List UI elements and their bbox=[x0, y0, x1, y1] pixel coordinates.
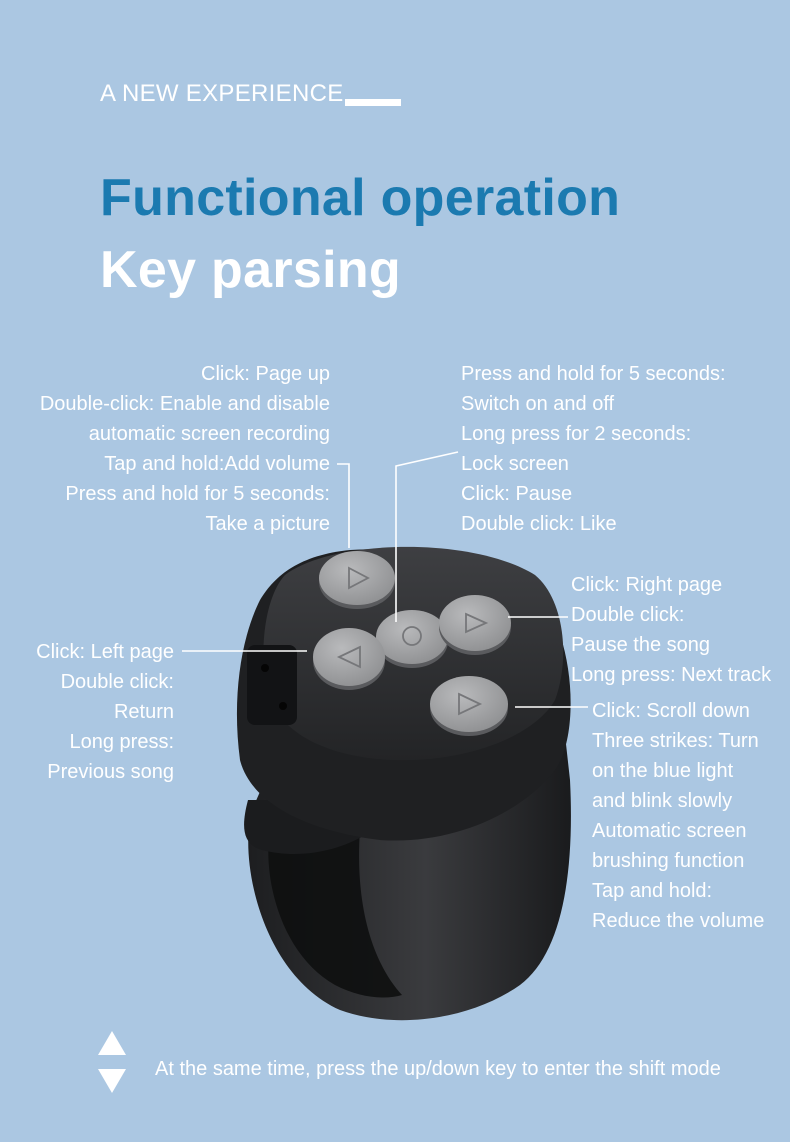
triangle-up-icon bbox=[98, 1031, 126, 1055]
triangle-left-icon bbox=[336, 645, 361, 669]
annotation-line: Double click: bbox=[60, 671, 174, 693]
eyebrow-text: A NEW EXPERIENCE bbox=[100, 80, 344, 107]
annotation-line: Automatic screen bbox=[592, 820, 747, 842]
annotation-line: Click: Right page bbox=[571, 574, 723, 596]
annotation-right-button: Click: Right page Double click: Pause th… bbox=[571, 570, 771, 690]
annotation-top-button: Click: Page up Double-click: Enable and … bbox=[40, 359, 330, 539]
annotation-line: Click: Left page bbox=[36, 641, 174, 663]
annotation-line: Click: Page up bbox=[201, 363, 330, 385]
annotation-line: brushing function bbox=[592, 850, 745, 872]
eyebrow-divider bbox=[345, 99, 401, 106]
annotation-line: automatic screen recording bbox=[88, 423, 330, 445]
footer-note: At the same time, press the up/down key … bbox=[155, 1058, 721, 1080]
ring-head bbox=[236, 546, 571, 841]
annotation-center-button: Press and hold for 5 seconds: Switch on … bbox=[461, 359, 726, 539]
circle-icon bbox=[402, 626, 422, 646]
annotation-line: Press and hold for 5 seconds: bbox=[65, 483, 330, 505]
annotation-line: Double click: bbox=[571, 604, 685, 626]
page-subtitle: Key parsing bbox=[100, 241, 401, 299]
ring-button-right bbox=[439, 595, 511, 655]
annotation-left-button: Click: Left page Double click: Return Lo… bbox=[36, 637, 174, 787]
annotation-line: Lock screen bbox=[461, 453, 569, 475]
leader-line-top-left bbox=[337, 463, 350, 548]
ring-button-bottom bbox=[430, 676, 508, 736]
triangle-right-icon bbox=[465, 612, 489, 634]
annotation-line: Take a picture bbox=[205, 513, 330, 535]
annotation-line: on the blue light bbox=[592, 760, 734, 782]
annotation-line: and blink slowly bbox=[592, 790, 733, 812]
annotation-line: Pause the song bbox=[571, 634, 710, 656]
annotation-line: Reduce the volume bbox=[592, 910, 765, 932]
annotation-line: Previous song bbox=[47, 761, 174, 783]
annotation-bottom-button: Click: Scroll down Three strikes: Turn o… bbox=[592, 696, 764, 936]
leader-lines bbox=[182, 451, 588, 708]
annotation-line: Tap and hold: bbox=[592, 880, 713, 902]
annotation-line: Click: Scroll down bbox=[592, 700, 750, 722]
ring-button-center bbox=[376, 610, 448, 668]
annotation-line: Three strikes: Turn bbox=[592, 730, 759, 752]
page-title: Functional operation bbox=[100, 169, 621, 227]
annotation-line: Long press: Next track bbox=[571, 664, 772, 686]
triangle-right-icon bbox=[458, 692, 483, 716]
annotation-line: Press and hold for 5 seconds: bbox=[461, 363, 726, 385]
annotation-line: Long press: bbox=[69, 731, 174, 753]
leader-line-top-right bbox=[395, 451, 459, 622]
triangle-down-icon bbox=[98, 1069, 126, 1093]
annotation-line: Return bbox=[113, 701, 174, 723]
annotation-line: Click: Pause bbox=[461, 483, 573, 505]
annotation-line: Double-click: Enable and disable bbox=[39, 393, 330, 415]
annotation-line: Double click: Like bbox=[461, 513, 617, 535]
triangle-right-icon bbox=[348, 566, 370, 590]
annotation-line: Long press for 2 seconds: bbox=[461, 423, 692, 445]
ring-button-top bbox=[319, 551, 395, 609]
ring-button-left bbox=[313, 628, 385, 690]
annotation-line: Switch on and off bbox=[461, 393, 615, 415]
annotation-line: Tap and hold:Add volume bbox=[104, 453, 330, 475]
